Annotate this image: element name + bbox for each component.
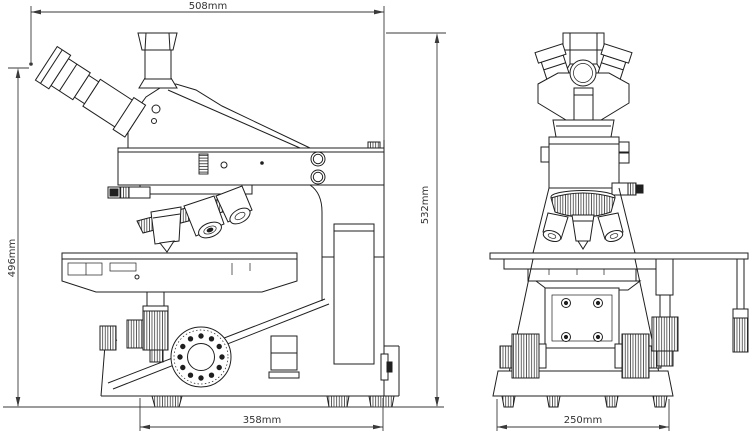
side-eyepiece-tube: [34, 45, 147, 138]
coarse-focus-knob-left: [511, 333, 540, 379]
dim-base-width: 250mm: [496, 399, 670, 431]
side-nosepiece: [107, 184, 253, 253]
front-trinocular-port: [569, 59, 597, 87]
side-head-housing: [127, 83, 311, 149]
side-focus-dial: [170, 326, 232, 388]
coarse-focus-knob-right: [621, 333, 650, 379]
front-focus-plate: [544, 287, 620, 349]
dim-overall-height: 532mm: [386, 32, 446, 407]
focus-scale: [198, 153, 209, 175]
dimension-annotations: 508mm 496mm 532mm 358mm: [3, 1, 670, 431]
fine-focus-knob-left: [499, 345, 513, 369]
side-phototube: [137, 32, 178, 89]
front-nosepiece-ring: [550, 192, 616, 218]
side-feet: [151, 395, 395, 408]
front-nosepiece: [542, 190, 624, 250]
front-stage: [489, 252, 749, 291]
dim-base-width-label: 250mm: [564, 415, 603, 426]
dim-overall-width-label: 508mm: [189, 1, 228, 12]
front-phototube: [562, 32, 605, 75]
diaphragm-knob-lower: [310, 169, 326, 185]
microscope-front-view: [489, 32, 749, 408]
diaphragm-knob-upper: [310, 151, 326, 167]
dim-overall-height-label: 532mm: [420, 186, 431, 225]
dim-base-depth: 358mm: [139, 398, 384, 431]
front-phototube-cap: [562, 32, 605, 51]
fine-focus-knob-side: [99, 325, 117, 351]
objective-vertical: [150, 206, 182, 245]
dim-eyepiece-height-label: 496mm: [7, 239, 18, 278]
dim-base-depth-label: 358mm: [243, 415, 282, 426]
phototube-cap: [137, 32, 178, 51]
lamp-centering-screw: [367, 141, 381, 149]
dim-overall-width: 508mm: [29, 1, 385, 140]
base-slot: [268, 371, 300, 379]
front-head-housing: [537, 59, 630, 127]
side-base-and-column: [100, 140, 400, 397]
stage-y-knob: [142, 305, 169, 351]
side-stage: [61, 252, 298, 363]
microscope-side-view: [34, 32, 400, 408]
front-stage-handle: [732, 259, 749, 353]
front-stage-xy-knobs: [651, 258, 679, 367]
front-body: [540, 119, 644, 196]
stage-x-knob: [126, 319, 144, 349]
front-objective-center: [571, 214, 595, 242]
lamp-house-panel: [333, 223, 375, 365]
dim-eyepiece-height: 496mm: [7, 67, 29, 407]
front-feet: [501, 395, 668, 408]
